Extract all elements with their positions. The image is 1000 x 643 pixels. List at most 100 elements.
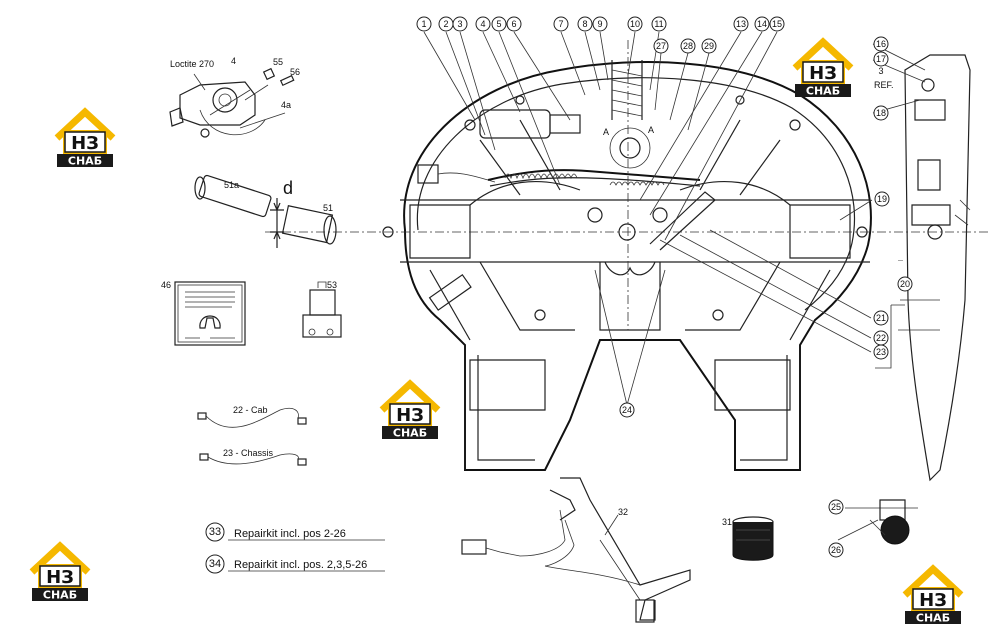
callout-label: 15 xyxy=(772,19,782,29)
part-4-label: 4 xyxy=(231,56,236,66)
callout-label: 51 xyxy=(323,203,333,213)
rubber-buffer-icon xyxy=(732,516,774,561)
callout-label: 22 xyxy=(876,333,886,343)
svg-text:СНАБ: СНАБ xyxy=(916,612,950,625)
callout-circle xyxy=(416,16,432,32)
callout-label: 33 xyxy=(209,526,221,538)
repair-kits: Repairkit incl. pos 2-26 Repairkit incl.… xyxy=(228,528,385,572)
callout-label: 5 xyxy=(496,19,501,29)
callout-label: 17 xyxy=(876,54,886,64)
part-51-sleeve: 51a d xyxy=(194,174,337,248)
side-view: — xyxy=(898,54,971,482)
callout-label: 28 xyxy=(683,41,693,51)
callout-label: 24 xyxy=(622,405,632,415)
cable-cab: 22 - Cab xyxy=(197,405,307,428)
callout-circle xyxy=(619,402,635,418)
callout-label: 10 xyxy=(630,19,640,29)
svg-text:—: — xyxy=(898,258,903,264)
callout-label: 34 xyxy=(209,558,221,570)
callout-circle xyxy=(873,344,889,360)
callout-circle xyxy=(873,36,889,52)
callout-label: 27 xyxy=(656,41,666,51)
part-32-bracket xyxy=(461,477,691,623)
callout-circle xyxy=(873,105,889,121)
view-a-label-2: A xyxy=(648,125,654,135)
callout-circle xyxy=(506,16,522,32)
callout-label: 14 xyxy=(757,19,767,29)
callout-label: 1 xyxy=(421,19,426,29)
callout-label: 13 xyxy=(736,19,746,29)
callout-label: 3 xyxy=(457,19,462,29)
svg-text:НЗ: НЗ xyxy=(919,590,947,611)
part-4a-label: 4a xyxy=(281,100,291,110)
svg-text:НЗ: НЗ xyxy=(396,405,424,426)
callout-label: 4 xyxy=(480,19,485,29)
callout-circle xyxy=(452,16,468,32)
callout-circle xyxy=(874,191,890,207)
part-55-label: 55 xyxy=(273,57,283,67)
cable-chassis: 23 - Chassis xyxy=(199,448,307,466)
part-25-26-detail xyxy=(837,499,918,545)
callout-label: 3 xyxy=(878,66,883,76)
repair-kit-33-label: Repairkit incl. pos 2-26 xyxy=(234,528,346,540)
callout-circle xyxy=(680,38,696,54)
callout-label: 31 xyxy=(722,517,732,527)
callout-label: 7 xyxy=(558,19,563,29)
callout-label: 18 xyxy=(876,108,886,118)
svg-text:НЗ: НЗ xyxy=(809,63,837,84)
callout-circle xyxy=(897,276,913,292)
svg-text:НЗ: НЗ xyxy=(46,567,74,588)
callout-circle xyxy=(205,522,225,542)
callout-circle xyxy=(873,51,889,67)
callout-label: 29 xyxy=(704,41,714,51)
callout-circle xyxy=(653,38,669,54)
part-56-label: 56 xyxy=(290,67,300,77)
callout-circle xyxy=(577,16,593,32)
callout-label: 26 xyxy=(831,545,841,555)
callout-circle xyxy=(553,16,569,32)
callout-label: 11 xyxy=(654,19,663,29)
part-4-valve-assembly: Loctite 270 4 55 56 4a xyxy=(169,56,300,138)
callout-label: 2 xyxy=(443,19,448,29)
ref-label: REF. xyxy=(874,80,894,90)
cab-label: 22 - Cab xyxy=(233,405,268,415)
callout-circle xyxy=(828,542,844,558)
dimension-d-label: d xyxy=(283,178,293,198)
loctite-label: Loctite 270 xyxy=(170,59,214,69)
fifth-wheel-plate: A A xyxy=(382,60,872,471)
solenoid-valve-icon xyxy=(302,281,342,338)
leader-lines xyxy=(423,31,926,406)
callout-label: 32 xyxy=(618,507,628,517)
callout-label: 8 xyxy=(582,19,587,29)
callout-label: 23 xyxy=(876,347,886,357)
callout-circle xyxy=(651,16,667,32)
callout-label: 53 xyxy=(327,280,337,290)
callout-label: 20 xyxy=(900,279,910,289)
callout-label: 16 xyxy=(876,39,886,49)
svg-text:СНАБ: СНАБ xyxy=(68,155,102,168)
callout-circle xyxy=(205,554,225,574)
callout-label: 21 xyxy=(876,313,886,323)
svg-text:СНАБ: СНАБ xyxy=(393,427,427,440)
callout-circle xyxy=(627,16,643,32)
callout-circle xyxy=(828,499,844,515)
view-a-label: A xyxy=(603,127,609,137)
part-51a-label: 51a xyxy=(224,180,239,190)
callout-circle xyxy=(769,16,785,32)
repair-kit-34-label: Repairkit incl. pos. 2,3,5-26 xyxy=(234,559,367,571)
chassis-label: 23 - Chassis xyxy=(223,448,274,458)
svg-text:СНАБ: СНАБ xyxy=(806,85,840,98)
callout-label: 19 xyxy=(877,194,887,204)
callout-label: 9 xyxy=(597,19,602,29)
callout-circle xyxy=(701,38,717,54)
svg-text:СНАБ: СНАБ xyxy=(43,589,77,602)
callout-circle xyxy=(754,16,770,32)
callout-label: 25 xyxy=(831,502,841,512)
